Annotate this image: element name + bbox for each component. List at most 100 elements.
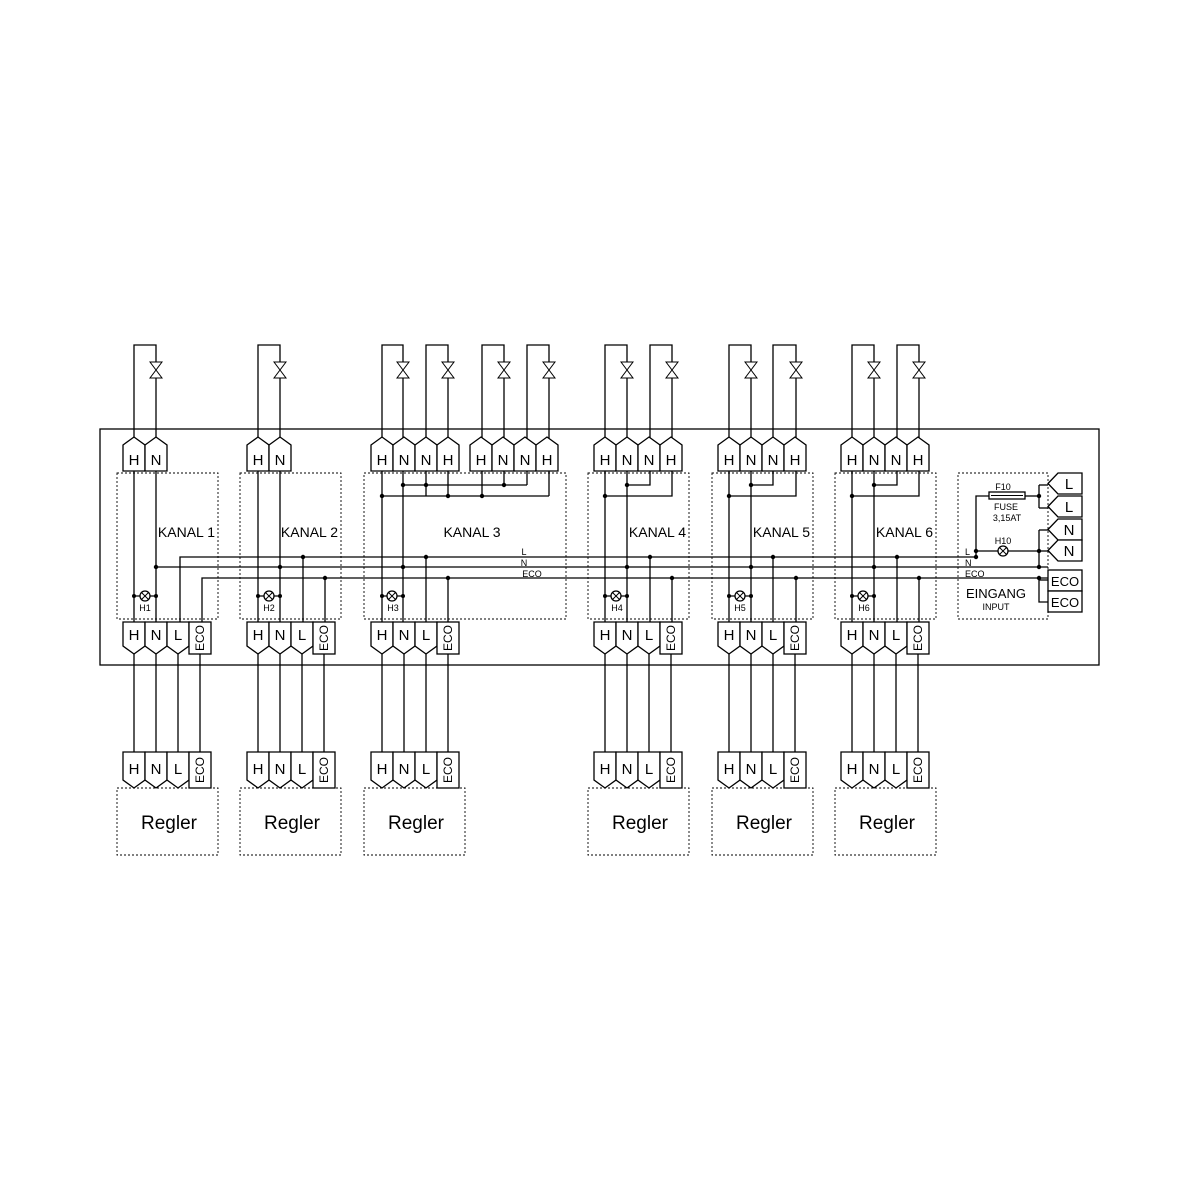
bus-label-n: N	[521, 558, 528, 568]
terminal-label: H	[600, 761, 611, 778]
kanal-5-module	[711, 472, 814, 620]
terminal-label: N	[399, 627, 410, 644]
input-module	[957, 472, 1049, 620]
terminal-l: L	[761, 621, 785, 655]
terminal-h: H	[246, 621, 270, 655]
input-title: EINGANG	[966, 586, 1026, 601]
regler-3: Regler	[363, 787, 466, 856]
lamp-icon: H6	[850, 590, 876, 613]
terminal-label: N	[520, 452, 531, 469]
input-bus-eco: ECO	[965, 569, 985, 579]
terminal-eco: ECO	[312, 621, 336, 655]
terminal-label: L	[422, 627, 430, 644]
terminal-n: N	[615, 436, 639, 472]
regler-1: Regler	[116, 787, 219, 856]
terminal-eco: ECO	[659, 621, 683, 655]
kanal-6-module	[834, 472, 937, 620]
terminal-h: H	[593, 436, 617, 472]
terminal-label: ECO	[911, 757, 925, 783]
valve-icon	[526, 344, 556, 445]
valve-icon	[772, 344, 803, 445]
kanal-5-title: KANAL 5	[753, 524, 810, 540]
terminal-label: N	[644, 452, 655, 469]
terminal-label: N	[1064, 522, 1075, 539]
terminal-label: L	[174, 627, 182, 644]
terminal-h: H	[370, 436, 394, 472]
fuse-label: FUSE	[994, 502, 1018, 512]
terminal-l: L	[290, 621, 314, 655]
terminal-label: H	[790, 452, 801, 469]
terminal-label: N	[768, 452, 779, 469]
terminal-label: N	[399, 452, 410, 469]
kanal-2-module	[239, 472, 342, 620]
terminal-h: H	[783, 436, 807, 472]
terminal-label: L	[1065, 476, 1073, 493]
terminal-n: N	[144, 751, 168, 789]
terminal-n: N	[392, 436, 416, 472]
terminal-eco: ECO	[783, 751, 807, 789]
terminal-h: H	[122, 751, 146, 789]
kanal-3-module	[363, 472, 567, 620]
terminal-l: L	[166, 621, 190, 655]
terminal-n: N	[615, 621, 639, 655]
terminal-label: ECO	[193, 625, 207, 651]
valve-icon	[896, 344, 926, 445]
terminal-label: N	[275, 761, 286, 778]
valve-icon	[481, 344, 511, 445]
terminal-h: H	[370, 621, 394, 655]
input-terminal-l: L	[1047, 495, 1083, 518]
valve-icon	[851, 344, 881, 445]
terminal-h: H	[840, 436, 864, 472]
terminal-eco: ECO	[436, 751, 460, 789]
terminal-label: ECO	[664, 625, 678, 651]
terminal-label: H	[724, 627, 735, 644]
regler-5: Regler	[711, 787, 814, 856]
regler-6: Regler	[834, 787, 937, 856]
terminal-label: N	[498, 452, 509, 469]
terminal-label: N	[275, 627, 286, 644]
terminal-n: N	[513, 436, 537, 472]
terminal-n: N	[862, 751, 886, 789]
terminal-label: N	[746, 761, 757, 778]
terminal-label: N	[275, 452, 286, 469]
terminal-label: H	[443, 452, 454, 469]
terminal-label: L	[892, 761, 900, 778]
terminal-n: N	[268, 621, 292, 655]
terminal-h: H	[469, 436, 493, 472]
terminal-label: H	[542, 452, 553, 469]
terminal-h: H	[906, 436, 930, 472]
terminal-n: N	[739, 751, 763, 789]
valve-icon	[649, 344, 679, 445]
terminal-label: H	[847, 761, 858, 778]
terminal-n: N	[392, 621, 416, 655]
terminal-label: L	[174, 761, 182, 778]
terminal-l: L	[414, 621, 438, 655]
terminal-label: L	[645, 761, 653, 778]
terminal-label: L	[769, 627, 777, 644]
valve-icon	[604, 344, 634, 445]
input-terminal-eco: ECO	[1047, 590, 1083, 613]
terminal-label: L	[298, 627, 306, 644]
terminal-n: N	[144, 436, 168, 472]
terminal-eco: ECO	[312, 751, 336, 789]
bus-label-l: L	[521, 547, 526, 557]
terminal-label: N	[1064, 543, 1075, 560]
lamp-icon: H5	[727, 590, 753, 613]
terminal-label: H	[666, 452, 677, 469]
terminal-label: ECO	[441, 757, 455, 783]
terminal-n: N	[862, 436, 886, 472]
terminal-l: L	[884, 621, 908, 655]
lamp-icon: H4	[603, 590, 629, 613]
valve-group	[133, 344, 926, 445]
terminal-label: H	[724, 761, 735, 778]
regler-label: Regler	[141, 813, 198, 834]
terminal-h: H	[122, 436, 146, 472]
terminal-label: N	[869, 627, 880, 644]
input-subtitle: INPUT	[983, 602, 1011, 612]
terminal-n: N	[268, 751, 292, 789]
terminal-h: H	[717, 751, 741, 789]
terminal-l: L	[166, 751, 190, 789]
controller-cables	[133, 654, 919, 752]
